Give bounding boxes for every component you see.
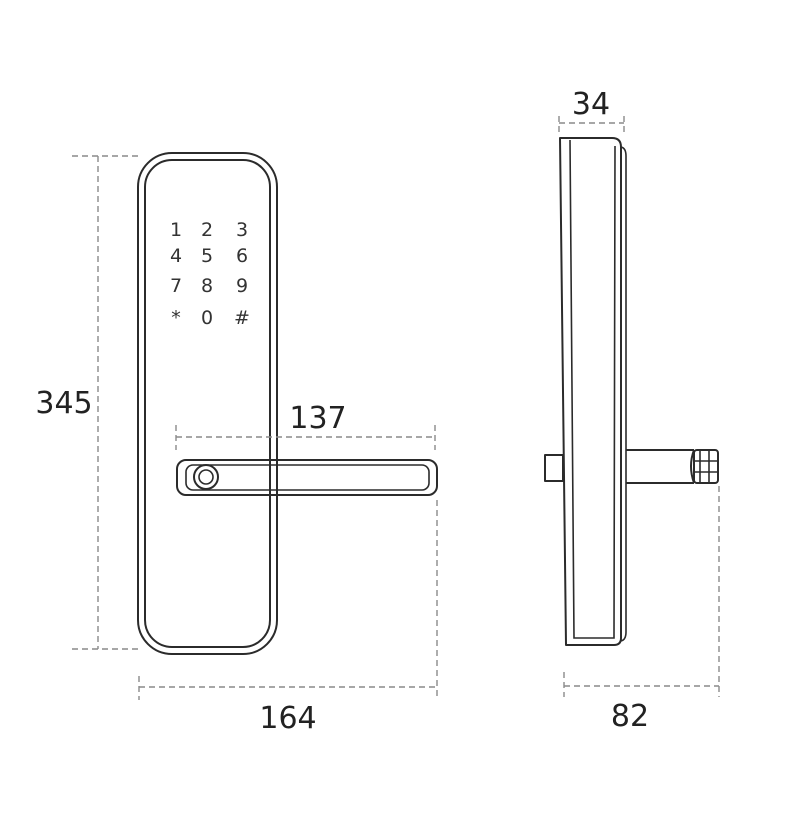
handle-inner (185, 464, 430, 491)
handle-length-dimension: 137 (175, 401, 436, 450)
front-body-outer (137, 152, 278, 655)
width-dimension: 164 (138, 500, 438, 736)
key-5: 5 (201, 245, 213, 267)
key-8: 8 (201, 275, 213, 297)
side-view: 34 82 (544, 87, 720, 734)
side-body-outer (559, 137, 622, 646)
key-6: 6 (236, 245, 248, 267)
spindle-stub (544, 454, 564, 482)
key-2: 2 (201, 219, 213, 241)
total-depth-dimension: 82 (563, 486, 720, 734)
handle-end-cap (693, 449, 719, 484)
key-star: * (171, 307, 181, 329)
fingerprint-sensor-inner (198, 469, 214, 485)
key-7: 7 (170, 275, 182, 297)
key-hash: # (234, 307, 250, 329)
handle-outer (176, 459, 438, 496)
total-depth-label: 82 (611, 699, 649, 734)
height-dimension: 345 (35, 155, 140, 650)
width-label: 164 (259, 701, 316, 736)
key-1: 1 (170, 219, 182, 241)
key-9: 9 (236, 275, 248, 297)
lever-handle (176, 459, 438, 496)
depth-dimension: 34 (558, 87, 625, 134)
height-label: 345 (35, 386, 92, 421)
key-3: 3 (236, 219, 248, 241)
side-body-inner (569, 139, 616, 639)
handle-length-label: 137 (289, 401, 346, 436)
side-face-edge (620, 146, 627, 642)
keypad: 1 2 3 4 5 6 7 8 9 * 0 # (170, 219, 250, 329)
fingerprint-sensor-outer (193, 464, 219, 490)
depth-label: 34 (572, 87, 610, 122)
key-0: 0 (201, 307, 213, 329)
side-handle (626, 449, 719, 484)
front-view: 1 2 3 4 5 6 7 8 9 * 0 # 345 (35, 152, 438, 736)
front-body-inner (144, 159, 271, 648)
key-4: 4 (170, 245, 182, 267)
